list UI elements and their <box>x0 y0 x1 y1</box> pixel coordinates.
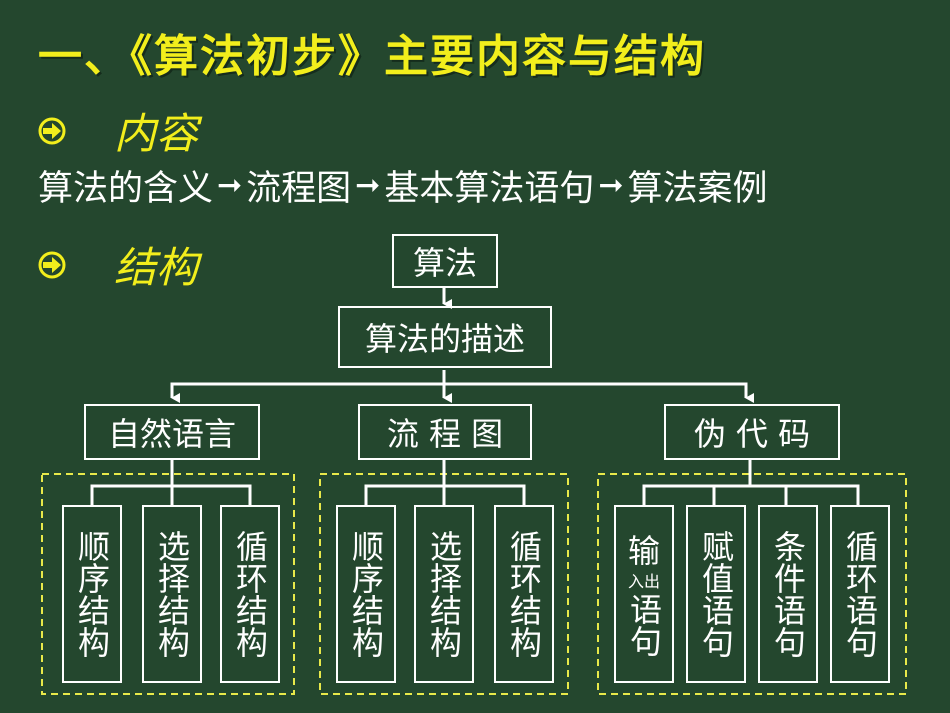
io-statement-top: 输 <box>627 532 660 570</box>
branch-pseudocode: 伪 代 码 <box>664 404 840 460</box>
natural-loop-structure: 循环结构 <box>220 505 280 683</box>
natural-sequence-structure: 顺序结构 <box>62 505 122 683</box>
natural-selection-structure: 选择结构 <box>142 505 202 683</box>
flow-item-4: 算法案例 <box>627 169 768 209</box>
flow-item-2: 流程图 <box>246 169 352 209</box>
pseudocode-assignment-statement: 赋值语句 <box>686 505 746 683</box>
arrow-right-icon: ➞ <box>217 168 243 203</box>
io-statement-small: 入出 <box>627 572 660 591</box>
flow-item-3: 基本算法语句 <box>384 169 595 209</box>
arrow-circle-icon <box>38 251 66 278</box>
content-flow: 算法的含义 ➞ 流程图 ➞ 基本算法语句 ➞ 算法案例 <box>38 160 767 211</box>
flowchart-sequence-structure: 顺序结构 <box>336 505 396 683</box>
flowchart-loop-structure: 循环结构 <box>494 505 554 683</box>
bullet-content: 内容 <box>38 100 198 161</box>
branch-natural-language: 自然语言 <box>84 404 260 460</box>
flowchart-selection-structure: 选择结构 <box>414 505 474 683</box>
pseudocode-loop-statement: 循环语句 <box>830 505 890 683</box>
branch-flowchart: 流 程 图 <box>358 404 532 460</box>
arrow-right-icon: ➞ <box>355 168 381 203</box>
slide-title: 一、《算法初步》主要内容与结构 <box>38 31 706 82</box>
pseudocode-conditional-statement: 条件语句 <box>758 505 818 683</box>
arrow-right-icon: ➞ <box>598 168 624 203</box>
diagram-description: 算法的描述 <box>338 306 552 368</box>
bullet-content-label: 内容 <box>114 109 199 158</box>
pseudocode-io-statement: 输 入出 语句 <box>614 505 674 683</box>
flow-item-1: 算法的含义 <box>38 169 214 209</box>
bullet-structure: 结构 <box>38 234 198 295</box>
io-statement-bottom: 语句 <box>625 593 663 657</box>
bullet-structure-label: 结构 <box>114 243 199 292</box>
arrow-circle-icon <box>38 117 66 144</box>
diagram-root: 算法 <box>392 234 498 288</box>
